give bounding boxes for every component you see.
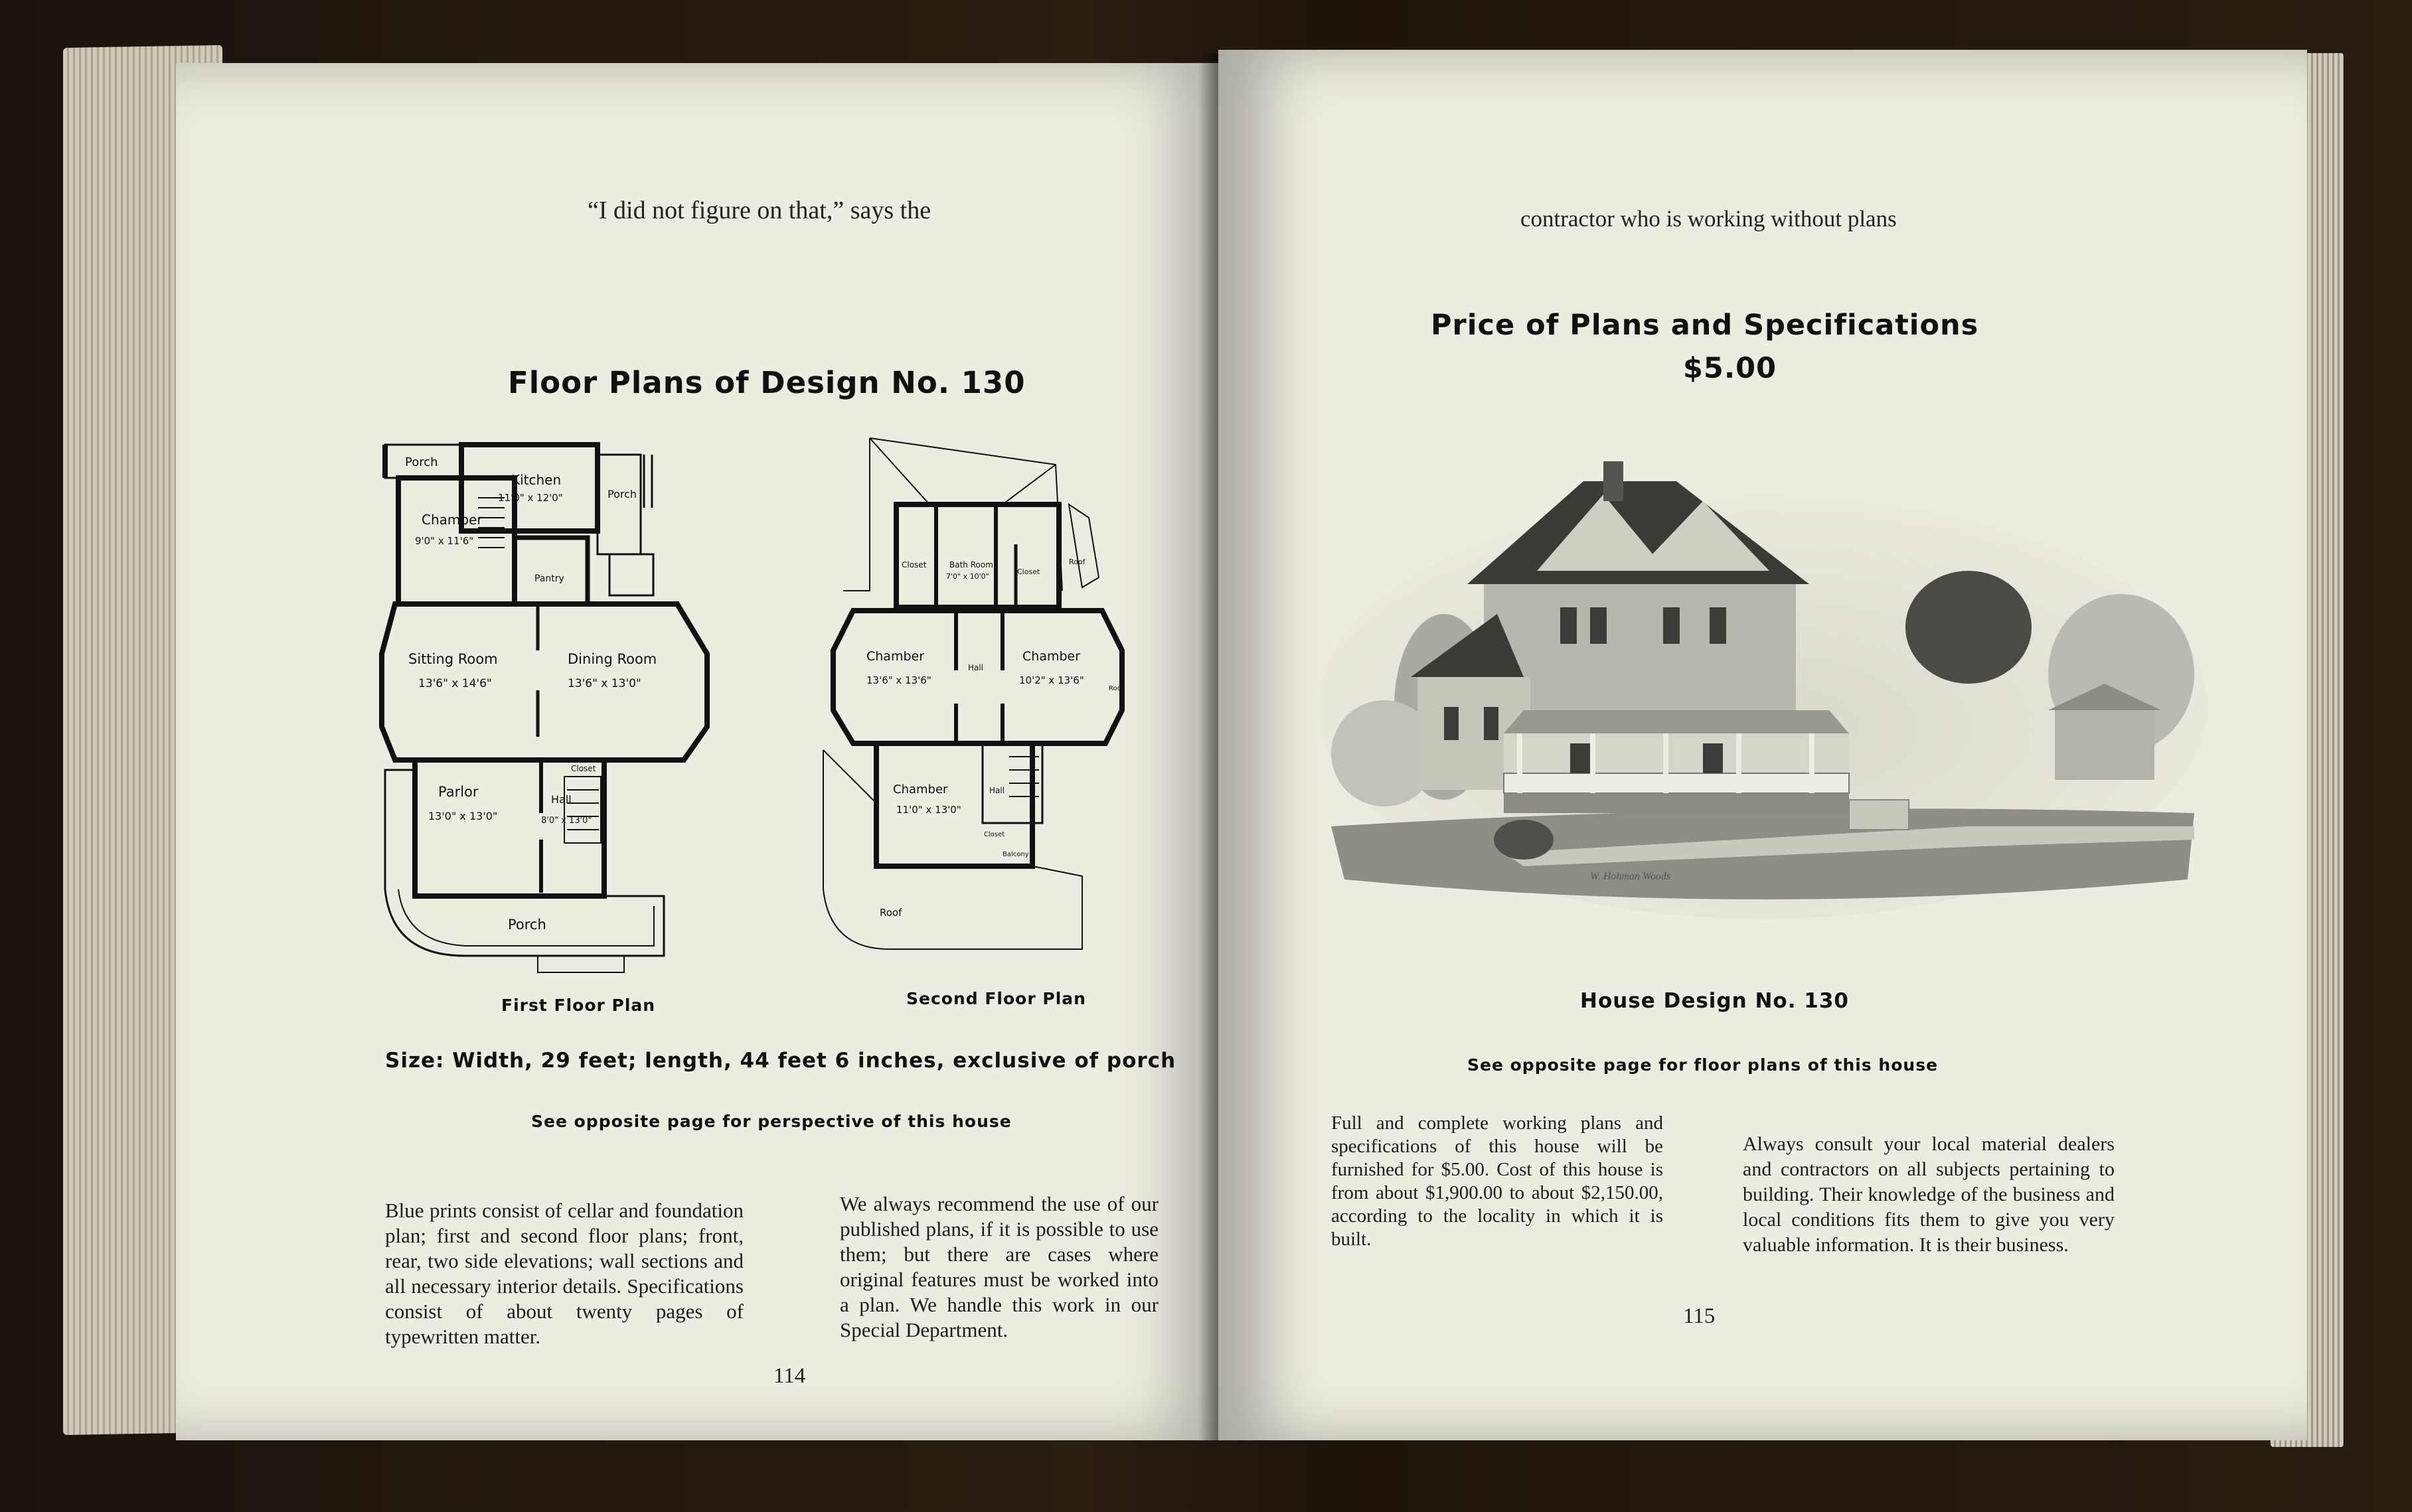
room-label: Bath Room	[949, 560, 993, 569]
room-label: Pantry	[534, 573, 564, 584]
right-page: contractor who is working without plans …	[1218, 50, 2307, 1440]
second-floor-caption: Second Floor Plan	[906, 989, 1086, 1008]
left-column-2: We always recommend the use of our publi…	[840, 1192, 1159, 1341]
first-floor-plan-drawing: Porch Kitchen 11'0" x 12'0" Porch Chambe…	[379, 442, 710, 973]
room-label: Dining Room	[568, 651, 657, 667]
room-label: Closet	[902, 560, 927, 569]
first-floor-plan: Porch Kitchen 11'0" x 12'0" Porch Chambe…	[378, 425, 803, 979]
house-caption: House Design No. 130	[1580, 989, 1849, 1013]
page-number-left: 114	[773, 1364, 806, 1388]
room-label: Parlor	[438, 784, 479, 800]
room-size: 13'6" x 13'0"	[568, 677, 641, 690]
room-size: 8'0" x 13'0"	[541, 816, 592, 826]
right-column-2: Always consult your local material deale…	[1743, 1133, 2115, 1256]
room-label: Kitchen	[511, 472, 561, 488]
first-floor-caption: First Floor Plan	[501, 996, 656, 1015]
room-label: Hall	[989, 786, 1005, 795]
room-size: 11'0" x 13'0"	[896, 804, 961, 816]
room-size: 13'6" x 14'6"	[418, 677, 492, 690]
room-size: 9'0" x 11'6"	[415, 535, 473, 547]
room-label: Porch	[607, 488, 637, 500]
page-title-left: Floor Plans of Design No. 130	[508, 365, 1026, 400]
right-column-1: Full and complete working plans and spec…	[1331, 1112, 1663, 1250]
second-floor-plan-drawing: Roof Closet Bath Room 7'0" x 10'0" Close…	[823, 437, 1125, 950]
room-label: Roof	[880, 907, 902, 919]
room-label: Porch	[508, 917, 546, 933]
see-opposite-left: See opposite page for perspective of thi…	[531, 1112, 1012, 1131]
room-label: Balcony	[1003, 851, 1029, 858]
left-column-1: Blue prints consist of cellar and founda…	[385, 1199, 744, 1348]
room-label: Hall	[551, 793, 572, 806]
room-label: Chamber	[1022, 649, 1080, 664]
room-label: Chamber	[893, 783, 948, 796]
page-number-right: 115	[1683, 1304, 1716, 1328]
page-title-right: Price of Plans and Specifications	[1431, 309, 1979, 342]
room-label: Roof	[1109, 685, 1124, 692]
running-head-left: “I did not figure on that,” says the	[588, 196, 931, 224]
left-page: “I did not figure on that,” says the Flo…	[176, 63, 1218, 1440]
room-label: Sitting Room	[408, 651, 498, 667]
room-label: Porch	[405, 455, 438, 469]
room-size: 13'0" x 13'0"	[428, 810, 497, 822]
room-label: Hall	[968, 663, 983, 672]
room-label: Chamber	[866, 649, 924, 664]
room-size: 10'2" x 13'6"	[1019, 674, 1084, 686]
second-floor-plan: Roof Closet Bath Room 7'0" x 10'0" Close…	[803, 431, 1175, 966]
running-head-right: contractor who is working without plans	[1520, 206, 1897, 232]
illustration-signature: W. Hohman Woods	[1590, 871, 1670, 882]
room-label: Roof	[1069, 558, 1086, 566]
room-label: Closet	[571, 764, 596, 773]
room-size: 11'0" x 12'0"	[498, 492, 563, 504]
house-illustration: W. Hohman Woods	[1305, 455, 2221, 936]
price: $5.00	[1683, 352, 1777, 385]
room-size: 7'0" x 10'0"	[946, 572, 989, 581]
room-label: Closet	[984, 831, 1005, 838]
see-opposite-right: See opposite page for floor plans of thi…	[1467, 1055, 1939, 1075]
house-illustration-drawing: W. Hohman Woods	[1318, 461, 2208, 919]
size-line: Size: Width, 29 feet; length, 44 feet 6 …	[385, 1049, 1176, 1073]
room-label: Chamber	[422, 512, 483, 528]
room-size: 13'6" x 13'6"	[866, 674, 931, 686]
room-label: Closet	[1017, 567, 1040, 576]
